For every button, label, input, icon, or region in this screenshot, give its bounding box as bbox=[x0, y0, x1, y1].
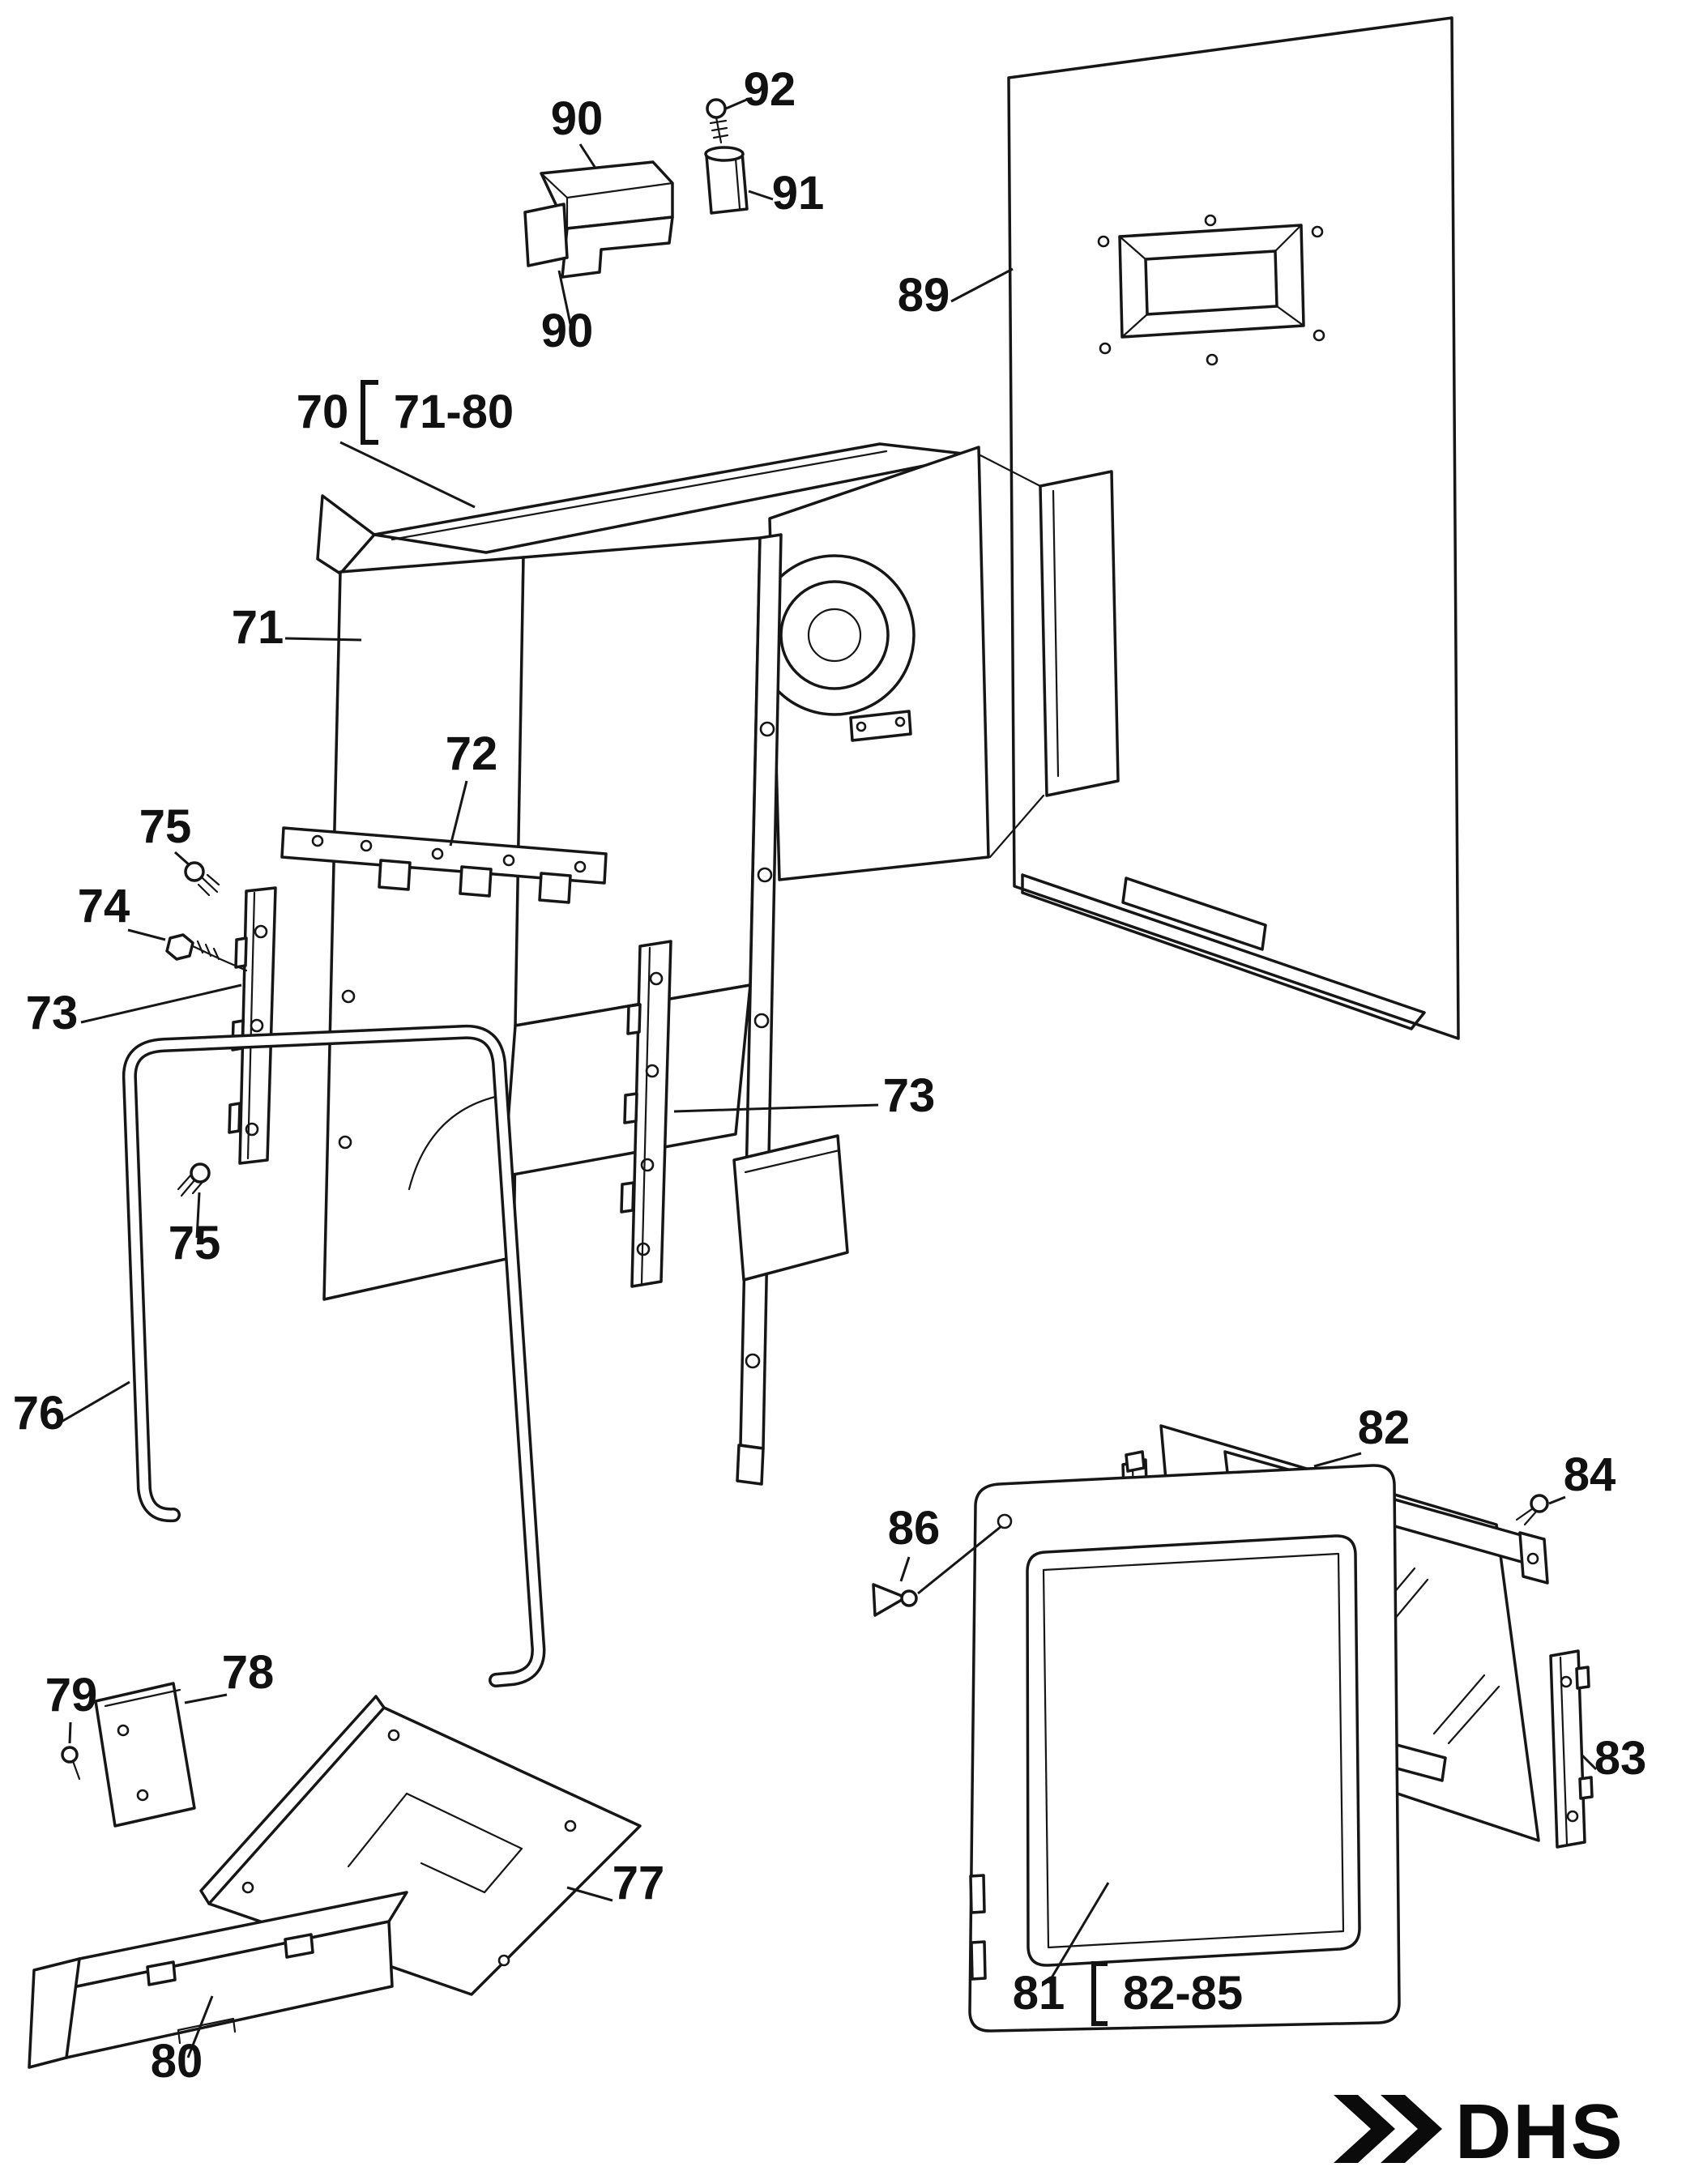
callout-80: 80 bbox=[151, 2035, 203, 2088]
callout-70-range: 71-80 bbox=[394, 386, 514, 438]
leader-71 bbox=[284, 637, 362, 642]
screw-79 bbox=[61, 1746, 81, 1781]
leader-92 bbox=[725, 97, 749, 110]
leader-73-left bbox=[80, 983, 242, 1024]
vent-bezel-inner bbox=[1144, 250, 1278, 316]
callout-81: 81 bbox=[1013, 1967, 1065, 2020]
callout-72: 72 bbox=[446, 727, 498, 780]
callout-83: 83 bbox=[1594, 1732, 1647, 1785]
callout-77: 77 bbox=[613, 1857, 665, 1909]
liner-back-wall bbox=[514, 536, 762, 1027]
liner-left-face bbox=[322, 556, 525, 1301]
leader-74 bbox=[127, 928, 166, 941]
door-hinge-slots bbox=[969, 1874, 987, 1981]
callout-76: 76 bbox=[13, 1387, 66, 1440]
tube-frame-76 bbox=[122, 1024, 546, 1687]
callout-82: 82 bbox=[1358, 1401, 1411, 1454]
callout-91: 91 bbox=[772, 167, 825, 220]
latch-plate bbox=[849, 710, 912, 742]
screw-84 bbox=[1515, 1494, 1549, 1526]
support-bracket-73-left bbox=[228, 886, 277, 1165]
leader-80 bbox=[186, 1995, 214, 2058]
wrapper-side-panel bbox=[1039, 470, 1120, 797]
retainer-strip-83 bbox=[1549, 1649, 1594, 1849]
base-panel-cutout bbox=[347, 1792, 523, 1894]
leader-90-bottom bbox=[557, 270, 572, 325]
wing-screw-86 bbox=[872, 1525, 1002, 1617]
callout-90-top: 90 bbox=[551, 92, 604, 145]
leader-76 bbox=[59, 1380, 130, 1424]
callout-70: 70 bbox=[297, 386, 349, 438]
oven-liner-71 bbox=[322, 533, 849, 1486]
clip-bracket-90 bbox=[523, 160, 674, 279]
leader-70 bbox=[339, 441, 476, 509]
callout-92: 92 bbox=[744, 63, 796, 116]
leader-78 bbox=[184, 1693, 228, 1704]
cavity-wrapper-70 bbox=[316, 442, 1120, 881]
screw-74 bbox=[165, 933, 248, 972]
callout-73-right: 73 bbox=[883, 1069, 936, 1122]
callout-73-left: 73 bbox=[26, 987, 79, 1039]
door-window-cutout bbox=[1026, 1534, 1361, 1967]
callout-81-range: 82-85 bbox=[1123, 1967, 1243, 2020]
leader-86 bbox=[899, 1556, 911, 1582]
liner-baffle bbox=[732, 1134, 849, 1282]
leader-91 bbox=[748, 190, 774, 201]
callout-71: 71 bbox=[232, 601, 284, 654]
leader-89 bbox=[950, 267, 1014, 303]
leader-90-top bbox=[578, 143, 596, 168]
leader-75-upper bbox=[174, 851, 190, 867]
dhs-logo-arrow-icon-2 bbox=[1381, 2095, 1442, 2163]
callout-84: 84 bbox=[1564, 1448, 1616, 1501]
panel-slot bbox=[1121, 877, 1267, 951]
leader-75-lower bbox=[195, 1192, 201, 1239]
fan-recess-inner bbox=[779, 580, 890, 690]
support-bracket-73-right bbox=[620, 940, 672, 1288]
callout-78: 78 bbox=[222, 1646, 275, 1699]
leader-82 bbox=[1313, 1452, 1362, 1468]
panel-bottom-flange bbox=[1021, 873, 1426, 1030]
leader-72 bbox=[449, 780, 468, 847]
leader-lines bbox=[59, 97, 1598, 2058]
front-channel-80 bbox=[28, 1891, 408, 2069]
back-panel-89 bbox=[1007, 16, 1460, 1040]
callout-79: 79 bbox=[45, 1669, 98, 1721]
dhs-logo-arrow-icon bbox=[1334, 2095, 1395, 2163]
door-frame-81 bbox=[968, 1464, 1401, 2033]
dhs-logo: DHS bbox=[1334, 2088, 1624, 2175]
cover-plate-78 bbox=[94, 1682, 196, 1828]
leader-73-right bbox=[673, 1103, 879, 1113]
leader-83 bbox=[1580, 1753, 1598, 1771]
screw-75-lower bbox=[177, 1162, 211, 1197]
callout-90-bottom: 90 bbox=[541, 305, 594, 357]
callout-75-upper: 75 bbox=[139, 800, 192, 853]
group-bracket-81 bbox=[1091, 1961, 1108, 2026]
callout-74: 74 bbox=[78, 880, 130, 932]
group-bracket-70 bbox=[361, 380, 378, 445]
leader-84 bbox=[1548, 1495, 1566, 1505]
dhs-logo-text: DHS bbox=[1455, 2088, 1624, 2175]
callout-labels: 90 92 91 90 89 70 71-80 71 72 75 74 73 7… bbox=[13, 63, 1647, 2088]
callout-89: 89 bbox=[898, 269, 950, 322]
callout-86: 86 bbox=[888, 1502, 941, 1555]
callout-75-lower: 75 bbox=[169, 1217, 221, 1269]
screw-75-upper bbox=[184, 861, 220, 897]
screw-92 bbox=[706, 98, 729, 144]
spacer-91 bbox=[704, 146, 749, 215]
mounting-rail-72 bbox=[280, 826, 608, 904]
leader-77 bbox=[566, 1886, 613, 1902]
leader-81 bbox=[1047, 1882, 1110, 1984]
